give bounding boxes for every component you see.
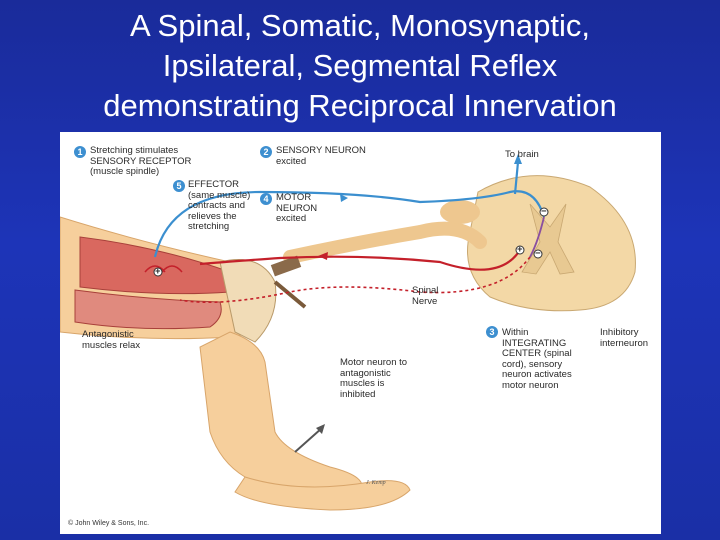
muscle-synapse (153, 267, 163, 277)
step-4-badge: 4 (260, 193, 272, 205)
minus-sign-interneuron: − (535, 248, 541, 259)
inhibitory-synapse (533, 249, 543, 259)
hamstring-muscle (74, 289, 222, 330)
hammer-head (270, 255, 302, 277)
reflex-illustration (60, 154, 636, 511)
antagonist-motor-path (179, 256, 531, 303)
plus-sign-muscle: + (155, 266, 161, 277)
motor-neuron-path (199, 249, 521, 271)
to-brain-label: To brain (505, 149, 539, 160)
reflex-hammer (273, 280, 307, 309)
motor-inhibited-label: Motor neuron to antagonistic muscles is … (340, 357, 408, 400)
interneuron-synapse (539, 207, 549, 217)
inhibitory-interneuron-label: Inhibitory interneuron (600, 327, 649, 349)
foot (234, 476, 411, 511)
motor-endplate (144, 265, 183, 273)
inhibitory-interneuron-path (529, 216, 545, 258)
step-3-badge: 3 (486, 326, 498, 338)
spinal-nerve-label: Spinal Nerve (412, 285, 439, 307)
step-4-label: MOTOR NEURON excited (276, 192, 318, 224)
antagonistic-muscles-label: Antagonistic muscles relax (82, 329, 141, 351)
step-5-label: EFFECTOR (same muscle) contracts and rel… (188, 179, 251, 232)
motor-arrow (318, 252, 328, 260)
title-line-3: demonstrating Reciprocal Innervation (103, 88, 617, 123)
copyright-notice: © John Wiley & Sons, Inc. (68, 520, 150, 527)
step-1-badge: 1 (74, 146, 86, 158)
lower-leg (199, 331, 363, 494)
step-5-badge: 5 (173, 180, 185, 192)
step-2-badge: 2 (260, 146, 272, 158)
title-line-1: A Spinal, Somatic, Monosynaptic, (129, 8, 591, 43)
plus-sign-cord: + (517, 244, 523, 255)
sensory-neuron-path (153, 190, 546, 258)
reflex-diagram: + − − + 1 Stretching stimulates SENSORY … (60, 132, 661, 534)
sensory-arrow (340, 194, 348, 202)
ascending-to-brain (513, 161, 520, 195)
excitatory-synapse (515, 245, 525, 255)
artist-signature: J. Kemp (366, 480, 386, 486)
step-1-label: Stretching stimulates SENSORY RECEPTOR (… (90, 145, 192, 177)
step-3-label: Within INTEGRATING CENTER (spinal cord),… (502, 327, 572, 391)
kick-arrow (294, 427, 323, 453)
title-line-2: Ipsilateral, Segmental Reflex (162, 48, 558, 83)
step-2-label: SENSORY NEURON excited (276, 145, 366, 167)
slide-title: A Spinal, Somatic, Monosynaptic, Ipsilat… (0, 6, 720, 126)
minus-sign-upper: − (541, 206, 547, 217)
spinal-nerve (283, 221, 487, 264)
dorsal-root-ganglion (440, 200, 480, 224)
